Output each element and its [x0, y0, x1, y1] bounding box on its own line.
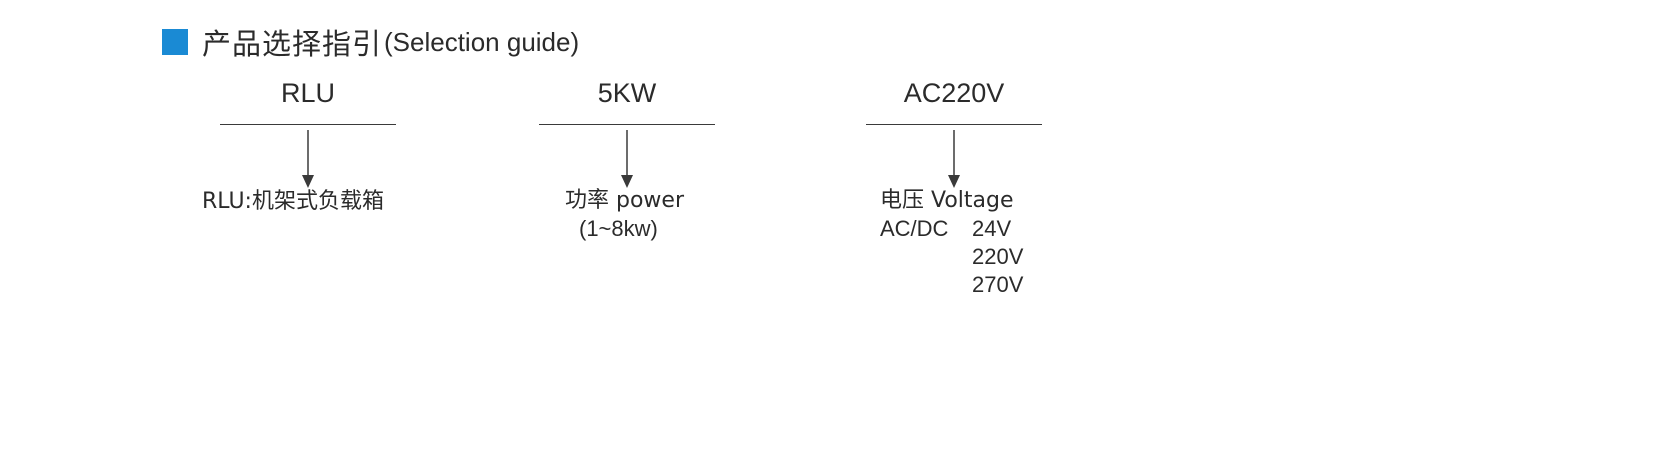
down-arrow-icon [948, 130, 960, 188]
power-range: (1~8kw) [579, 216, 658, 241]
voltage-description: 电压 Voltage AC/DC 24V 220V 270V [880, 187, 1023, 299]
model-code: RLU [280, 78, 335, 108]
voltage-underline [866, 124, 1042, 125]
voltage-item: 220V [972, 244, 1024, 269]
voltage-values: AC/DC 24V 220V 270V [880, 215, 1023, 299]
voltage-code: AC220V [903, 78, 1005, 108]
down-arrow-icon [302, 130, 314, 188]
model-description-text: RLU:机架式负载箱 [202, 189, 384, 214]
model-underline [220, 124, 396, 125]
power-code: 5KW [597, 78, 657, 108]
voltage-item: 270V [972, 272, 1024, 297]
power-underline [539, 124, 715, 125]
voltage-label: 电压 Voltage [880, 188, 1014, 213]
voltage-list: 24V 220V 270V [972, 215, 1023, 299]
voltage-type-label: AC/DC [880, 216, 949, 241]
heading-title-cn: 产品选择指引 [202, 27, 383, 61]
heading-title-en: (Selection guide) [384, 26, 580, 57]
power-label: 功率 power [565, 188, 684, 213]
voltage-item: 24V [972, 216, 1012, 241]
down-arrow-icon [621, 130, 633, 188]
heading-square-icon [162, 29, 188, 55]
model-description: RLU:机架式负载箱 [202, 187, 384, 216]
power-description: 功率 power (1~8kw) [565, 187, 684, 243]
section-heading: 产品选择指引 (Selection guide) [162, 22, 579, 62]
